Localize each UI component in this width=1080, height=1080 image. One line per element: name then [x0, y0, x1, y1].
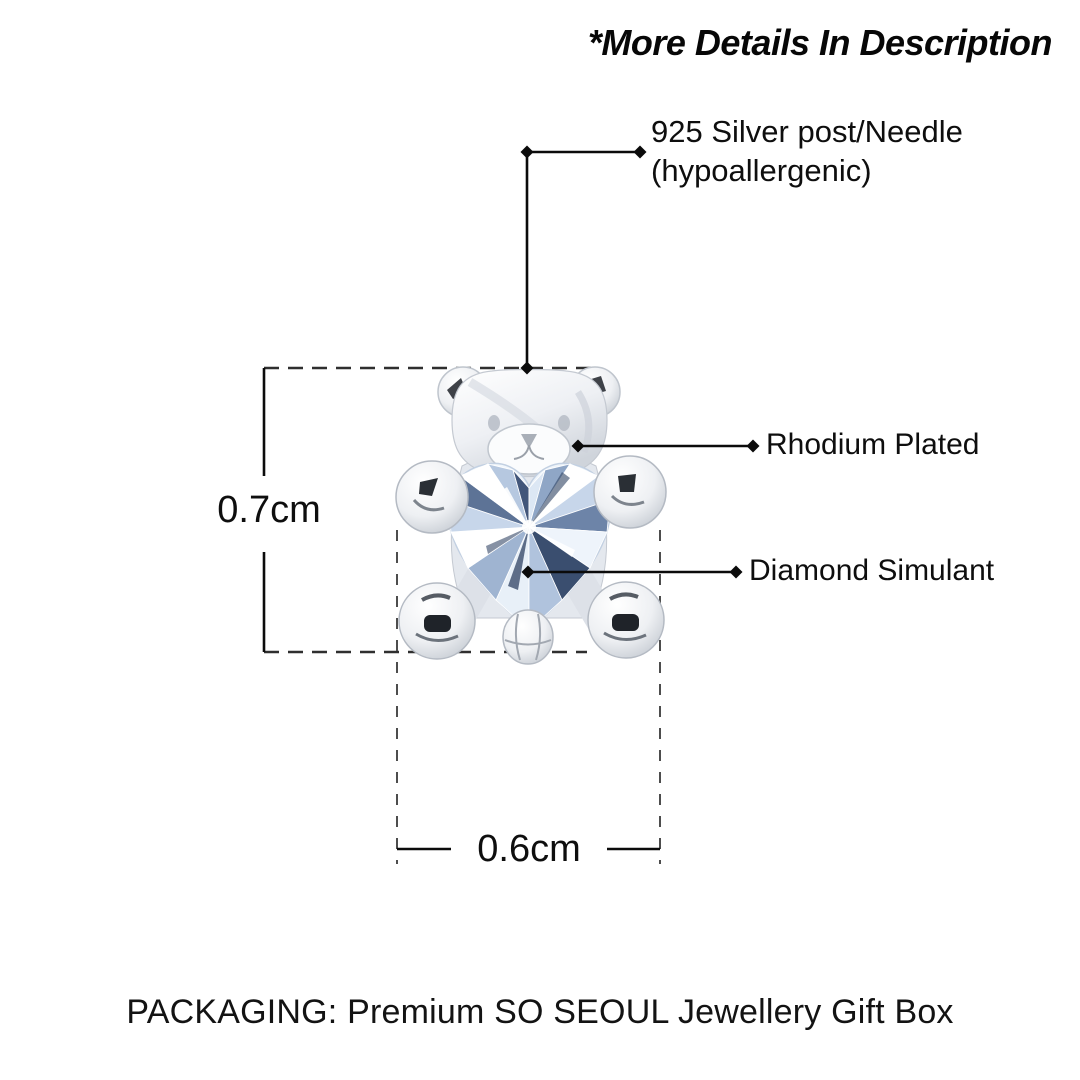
- leader-post: [520, 145, 647, 375]
- more-details-note: *More Details In Description: [587, 22, 1053, 63]
- bear-mouth: [513, 444, 545, 460]
- bear-muzzle: [487, 423, 571, 475]
- leader-stone: [521, 565, 743, 579]
- diamond-simulant-label: Diamond Simulant: [749, 554, 995, 587]
- bear-paws: [395, 455, 667, 660]
- width-dimension-box: [396, 530, 661, 864]
- bear-nose: [521, 434, 537, 447]
- silver-post-label-line1: 925 Silver post/Needle: [651, 114, 963, 149]
- packaging-note: PACKAGING: Premium SO SEOUL Jewellery Gi…: [126, 993, 954, 1031]
- rhodium-plated-label: Rhodium Plated: [766, 428, 980, 461]
- silver-post-label: 925 Silver post/Needle (hypoallergenic): [651, 112, 1011, 190]
- bear-left-eye: [488, 415, 500, 431]
- bear-head: [451, 368, 608, 478]
- height-dimension-value: 0.7cm: [217, 489, 321, 531]
- bear-right-eye: [558, 415, 570, 431]
- heart-gem: [446, 462, 612, 632]
- width-dimension-value: 0.6cm: [477, 828, 581, 870]
- silver-post-label-line2: (hypoallergenic): [651, 153, 872, 188]
- teddy-bear-earring-illustration: [395, 366, 667, 665]
- prong-ball: [502, 609, 554, 665]
- leader-plating: [571, 439, 760, 453]
